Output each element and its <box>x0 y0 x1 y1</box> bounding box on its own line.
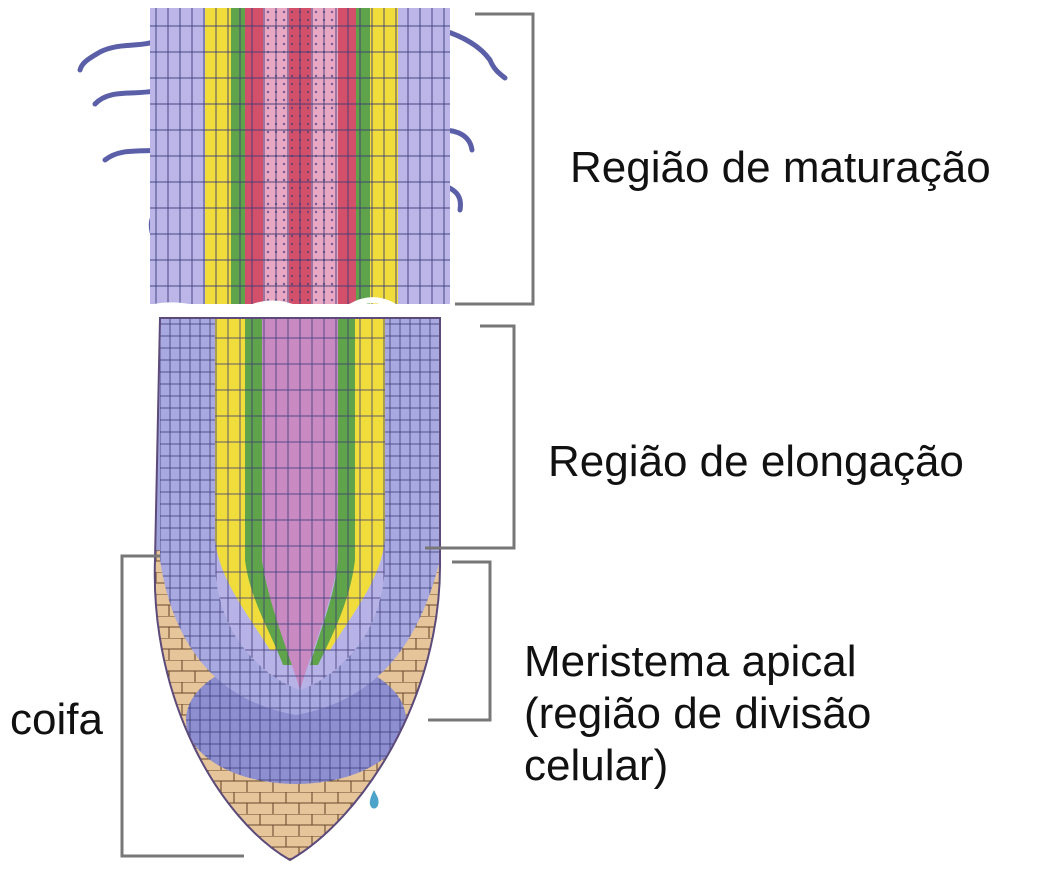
label-root-cap: coifa <box>10 694 103 746</box>
label-meristem-line3: celular) <box>524 740 871 792</box>
root-hair <box>442 30 505 78</box>
root-hair <box>80 40 160 70</box>
bracket-maturation <box>455 14 533 304</box>
label-maturation-region: Região de maturação <box>570 142 991 194</box>
label-apical-meristem: Meristema apical (região de divisão celu… <box>524 636 871 792</box>
drop <box>370 790 379 809</box>
label-meristem-line2: (região de divisão <box>524 688 871 740</box>
label-meristem-line1: Meristema apical <box>524 636 871 688</box>
maturation-zone <box>150 8 450 304</box>
label-elongation-region: Região de elongação <box>548 436 964 488</box>
